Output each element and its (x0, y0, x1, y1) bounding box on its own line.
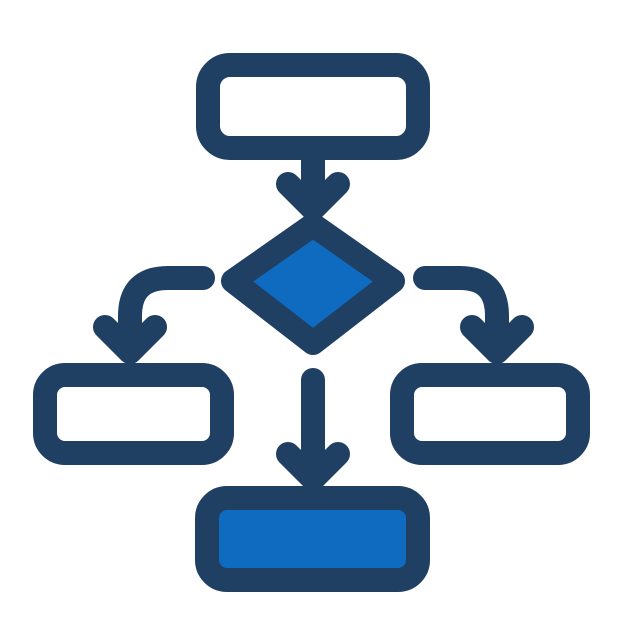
nodes (33, 53, 590, 592)
connectors (93, 139, 534, 491)
connector-decision-to-right (413, 266, 509, 363)
arrowhead-top-to-decision (276, 172, 350, 221)
top-process-node (196, 53, 430, 160)
decision-node (221, 213, 405, 355)
arrowhead-decision-to-bottom (276, 442, 350, 491)
arrowhead-decision-to-left (93, 315, 167, 364)
arrowhead-decision-to-right (460, 315, 534, 364)
left-process-node (33, 363, 234, 465)
right-process-node (390, 363, 590, 465)
connector-decision-to-left (118, 266, 215, 363)
bottom-process-node (195, 486, 430, 592)
